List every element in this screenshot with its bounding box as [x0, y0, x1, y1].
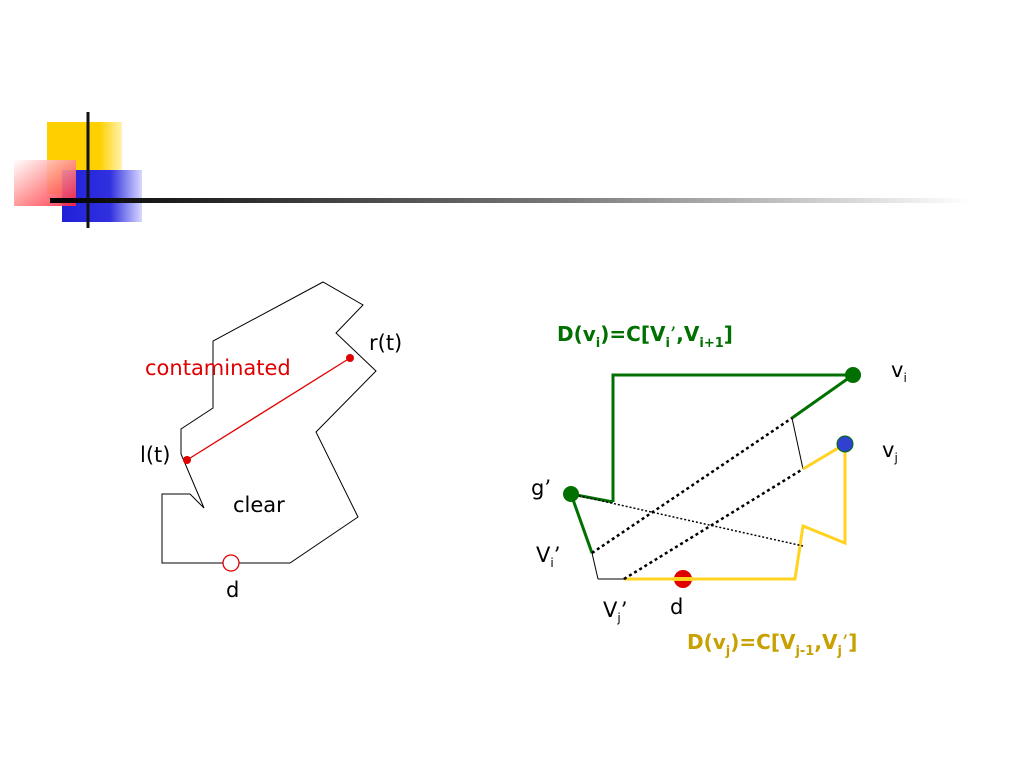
d-label-right: d	[670, 595, 684, 619]
dotted-line-upper	[591, 416, 793, 555]
l-label: l(t)	[140, 443, 171, 467]
gold-boundary-path	[624, 444, 847, 581]
vi-label: vi	[891, 358, 907, 385]
thin-edge-left	[591, 552, 599, 580]
green-boundary-path	[611, 373, 853, 502]
r-point	[346, 354, 354, 362]
contamination-line	[186, 357, 351, 461]
d-label-left: d	[226, 578, 240, 602]
door-d-marker	[222, 554, 240, 572]
r-label: r(t)	[369, 331, 403, 355]
contaminated-label: contaminated	[145, 356, 291, 380]
vj-label: vj	[882, 438, 898, 465]
vj-node	[836, 435, 854, 453]
vi-node	[845, 367, 861, 383]
formula-vi: D(vi)=C[Vi’,Vi+1]	[557, 322, 733, 351]
green-edge-g-down	[569, 493, 594, 554]
d-node	[673, 570, 693, 588]
thin-edge-right	[791, 417, 804, 470]
g-node	[563, 486, 579, 502]
formula-vj: D(vj)=C[Vj-1,Vj’]	[687, 630, 858, 659]
vj-prime-label: Vj’	[603, 598, 628, 625]
polygon-region	[161, 281, 377, 564]
dotted-line-lower	[623, 467, 804, 581]
green-edge-vi	[791, 373, 854, 420]
vi-prime-label: Vi’	[536, 543, 561, 570]
g-label: g’	[531, 476, 552, 500]
deco-horizontal-line	[50, 198, 970, 203]
clear-label: clear	[233, 493, 285, 517]
l-point	[183, 456, 191, 464]
